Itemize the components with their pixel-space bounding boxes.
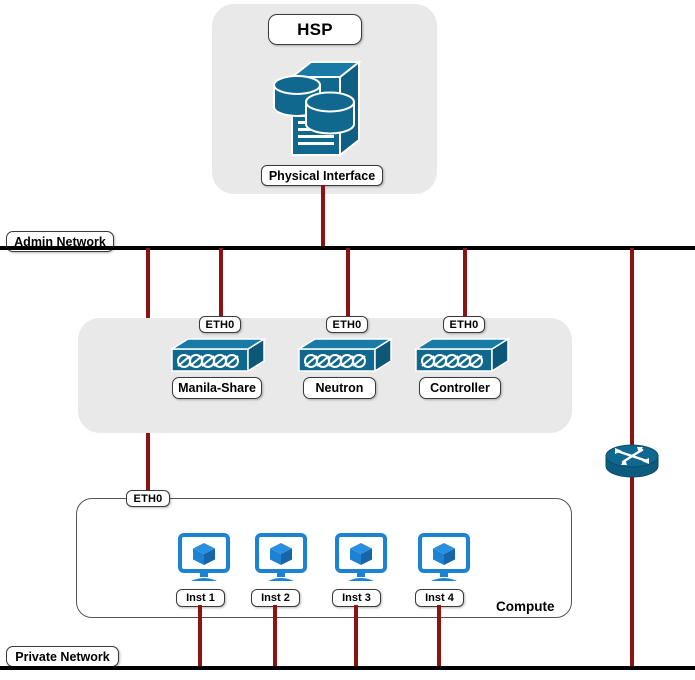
link-admin-to-manila-share	[219, 248, 223, 353]
compute-box	[76, 498, 572, 618]
instance-monitor-icon	[417, 532, 471, 584]
instance-monitor-icon	[334, 532, 388, 584]
compute-label: Compute	[496, 599, 555, 614]
instance-monitor-icon	[177, 532, 231, 584]
hsp-title-tag: HSP	[268, 14, 362, 45]
switch-icon	[296, 337, 394, 373]
neutron-name-tag: Neutron	[303, 377, 376, 399]
switch-icon	[169, 337, 267, 373]
physical-interface-tag: Physical Interface	[261, 165, 383, 186]
switch-icon	[413, 337, 511, 373]
compute-eth0-tag: ETH0	[126, 490, 170, 507]
link-inst3-to-private	[354, 605, 358, 668]
manila-share-eth0-tag: ETH0	[199, 316, 241, 333]
link-admin-to-controller	[463, 248, 467, 353]
link-inst1-to-private	[198, 605, 202, 668]
services-panel	[78, 318, 572, 433]
neutron-eth0-tag: ETH0	[326, 316, 368, 333]
storage-server-icon	[262, 52, 372, 160]
controller-name-tag: Controller	[419, 377, 501, 399]
controller-eth0-tag: ETH0	[443, 316, 485, 333]
link-inst2-to-private	[273, 605, 277, 668]
private-network-bus	[0, 666, 695, 670]
manila-share-name-tag: Manila-Share	[172, 377, 262, 399]
link-hsp-to-admin	[321, 185, 325, 248]
private-network-tag: Private Network	[6, 646, 119, 667]
link-admin-to-neutron	[346, 248, 350, 353]
router-icon[interactable]	[603, 440, 661, 484]
link-inst4-to-private	[437, 605, 441, 668]
instance-monitor-icon	[254, 532, 308, 584]
